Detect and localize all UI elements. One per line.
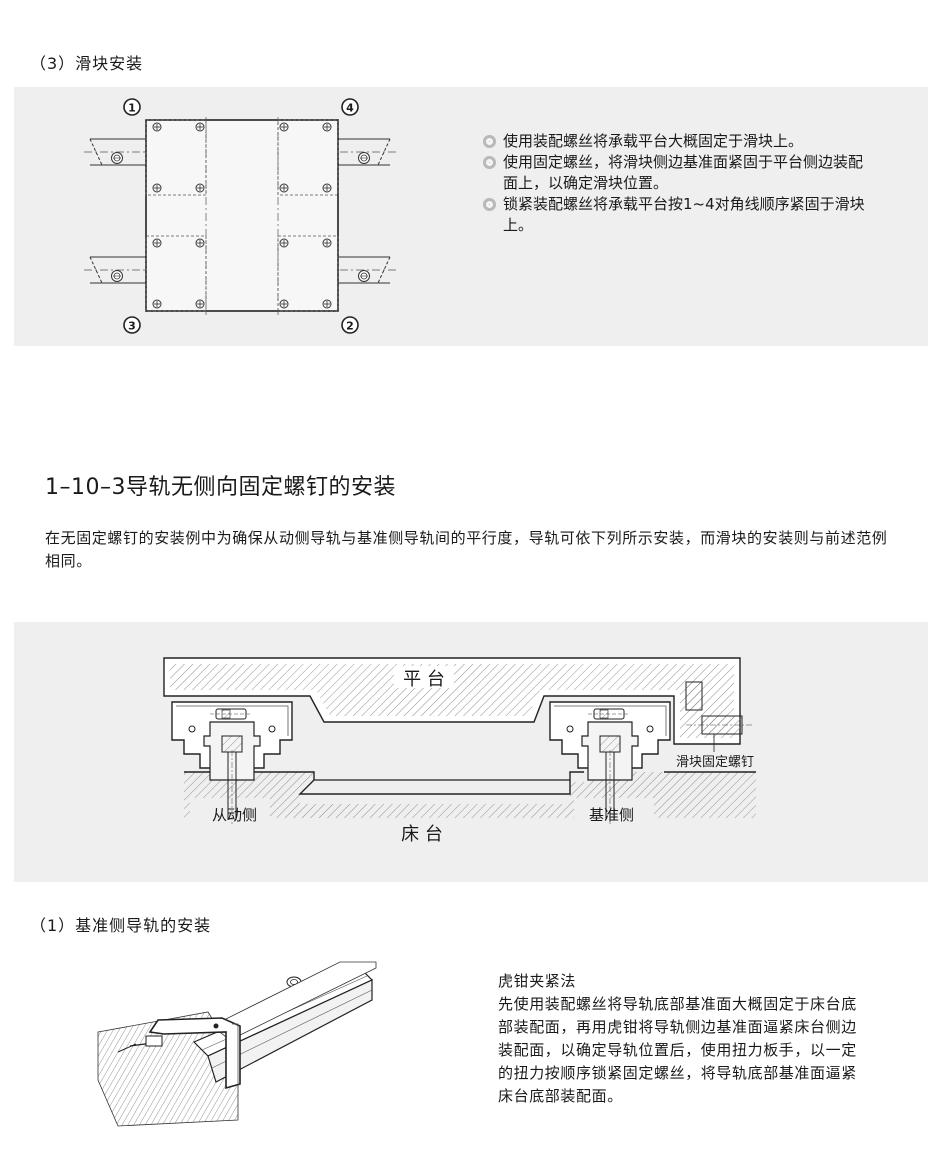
svg-text:4: 4 — [346, 102, 354, 115]
bullet-circle-icon — [483, 156, 496, 169]
svg-text:2: 2 — [346, 320, 354, 333]
bullet-circle-icon — [483, 135, 496, 148]
svg-text:1: 1 — [128, 102, 136, 115]
marker-3: 3 — [123, 316, 141, 334]
vise-clamp-illustration — [97, 961, 377, 1127]
step-item: 锁紧装配螺丝将承载平台按1~4对角线顺序紧固于滑块上。 — [483, 194, 873, 236]
step-item: 使用固定螺丝，将滑块侧边基准面紧固于平台侧边装配面上，以确定滑块位置。 — [483, 152, 873, 194]
block-screw-label: 滑块固定螺钉 — [676, 755, 754, 770]
reference-side-label: 基准侧 — [589, 806, 634, 824]
section-heading: 1–10–3导轨无侧向固定螺钉的安装 — [45, 475, 396, 500]
intro-paragraph: 在无固定螺钉的安装例中为确保从动侧导轨与基准侧导轨间的平行度，导轨可依下列所示安… — [45, 529, 888, 570]
block-install-steps: 使用装配螺丝将承载平台大概固定于滑块上。 使用固定螺丝，将滑块侧边基准面紧固于平… — [483, 131, 873, 236]
rail-install-diagram: 平 台 滑块固定螺钉 从动侧 基准侧 床 台 — [163, 657, 756, 845]
marker-1: 1 — [123, 98, 141, 116]
platform-label: 平 台 — [403, 669, 445, 690]
step-item: 使用装配螺丝将承载平台大概固定于滑块上。 — [483, 131, 873, 152]
section-3-title: （3）滑块安装 — [30, 54, 144, 73]
section-1-title: （1）基准侧导轨的安装 — [30, 916, 212, 935]
marker-4: 4 — [341, 98, 359, 116]
svg-text:3: 3 — [128, 320, 136, 333]
block-install-diagram: 1 4 3 2 — [84, 98, 396, 334]
bed-label: 床 台 — [401, 824, 443, 845]
follower-side-label: 从动侧 — [212, 806, 257, 824]
vise-method-title: 虎钳夹紧法 — [498, 972, 577, 990]
vise-method-body: 先使用装配螺丝将导轨底部基准面大概固定于床台底部装配面，再用虎钳将导轨侧边基准面… — [498, 995, 857, 1105]
bullet-circle-icon — [483, 198, 496, 211]
marker-2: 2 — [341, 316, 359, 334]
